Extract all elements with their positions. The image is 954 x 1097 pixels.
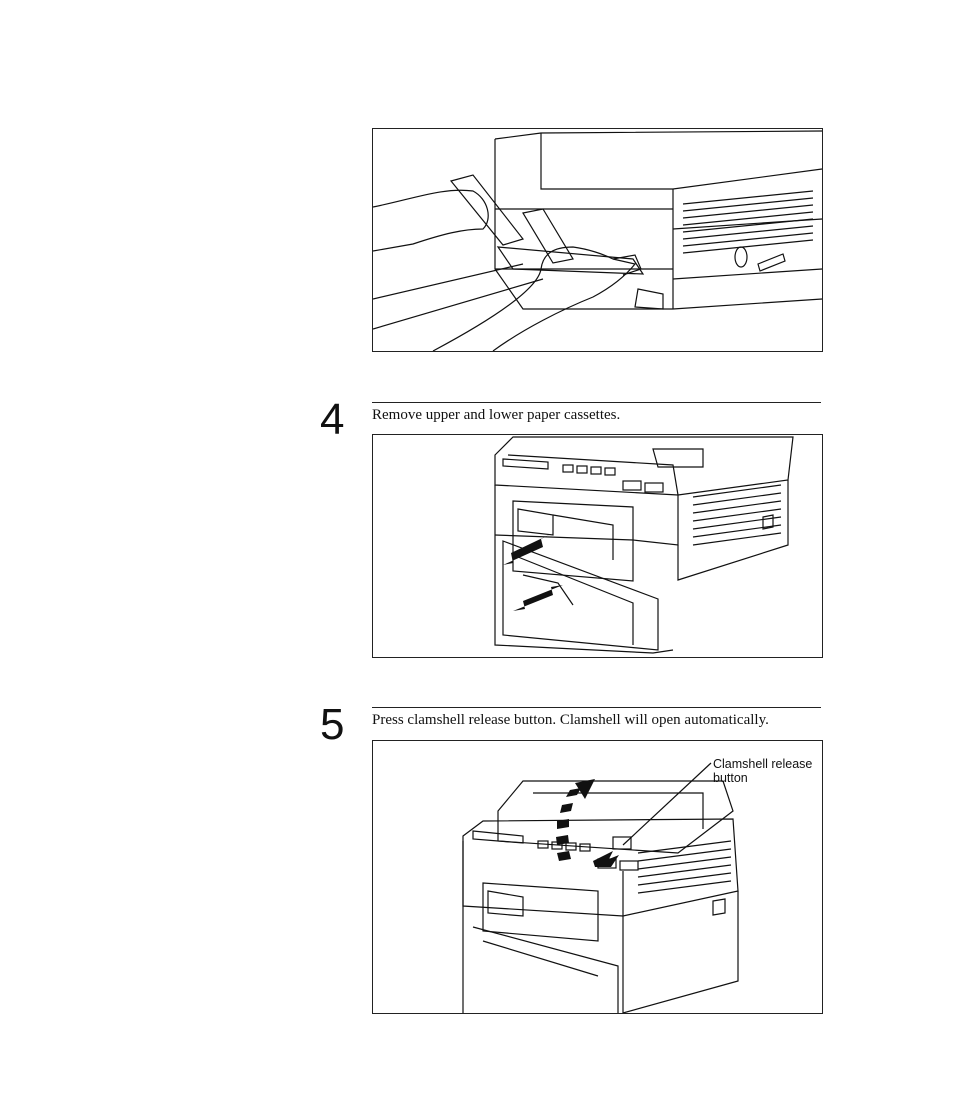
step-5-instruction: Press clamshell release button. Clamshel… [372,713,769,728]
step-number-5: 5 [320,703,344,747]
callout-line-1: Clamshell release [713,757,812,771]
callout-line-2: button [713,771,812,785]
clamshell-release-callout: Clamshell release button [713,757,812,785]
illustration-printer-cassettes [373,435,822,657]
figure-remove-cassettes [372,434,823,658]
illustration-hands-removing-tray [373,129,822,351]
figure-remove-tray [372,128,823,352]
figure-clamshell-release: Clamshell release button [372,740,823,1014]
step-number-4: 4 [320,398,344,442]
step-5-divider [372,707,821,708]
step-4-divider [372,402,821,403]
step-4-instruction: Remove upper and lower paper cassettes. [372,408,620,423]
